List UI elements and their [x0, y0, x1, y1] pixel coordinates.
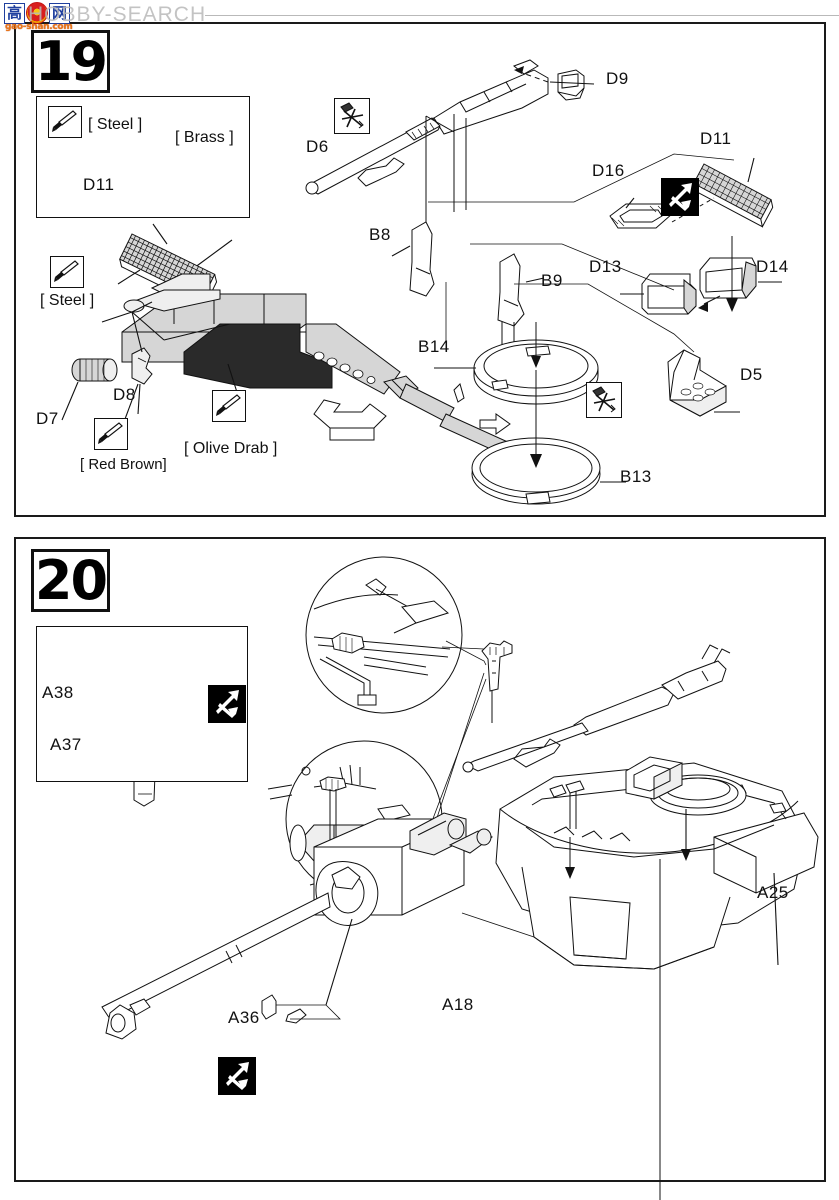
- part-D13-shape: [641, 273, 697, 315]
- step19-steel-callout: [ Steel ]: [40, 292, 95, 309]
- watermark-chinese-right: 网: [49, 2, 70, 24]
- turret-shell: [462, 644, 819, 970]
- double-arrow-icon: [208, 685, 246, 723]
- part-D9-shape: [557, 69, 585, 101]
- part-label-B8: B8: [369, 225, 391, 244]
- watermark: 高 网 gao-shan.com HOBBY-SEARCH: [0, 0, 300, 34]
- part-label-A38: A38: [42, 683, 74, 702]
- paintbrush-icon: [212, 390, 246, 422]
- double-arrow-icon: [218, 1057, 256, 1095]
- paintbrush-icon: [94, 418, 128, 450]
- inset19-steel-label: [ Steel ]: [88, 116, 143, 133]
- paintbrush-icon: [50, 256, 84, 288]
- watermark-chinese-left: 高: [4, 2, 25, 24]
- part-label-D5: D5: [740, 365, 763, 384]
- part-label-B9: B9: [541, 271, 563, 290]
- watermark-rule: [205, 15, 839, 16]
- part-D8-shape: [131, 347, 153, 385]
- trunnion-arms: [391, 221, 545, 374]
- double-arrow-icon: [661, 178, 699, 216]
- cement-glue-icon: [334, 98, 370, 134]
- part-D7-shape: [71, 358, 118, 382]
- part-label-B14: B14: [418, 337, 450, 356]
- inset19-d11-label: D11: [83, 175, 115, 194]
- part-D14-shape: [699, 257, 757, 299]
- seal-stamp-icon: [26, 2, 48, 24]
- part-label-D7: D7: [36, 409, 59, 428]
- part-label-D13: D13: [589, 257, 622, 276]
- step-number-19: 19: [31, 30, 110, 93]
- ring-assembly: [434, 322, 626, 505]
- part-label-B13: B13: [620, 467, 652, 486]
- part-label-D6: D6: [306, 137, 329, 156]
- turret-basket-assembly: [461, 859, 661, 1200]
- step19-olive-drab-callout: [ Olive Drab ]: [184, 440, 278, 457]
- part-label-D8: D8: [113, 385, 136, 404]
- part-label-D9: D9: [606, 69, 629, 88]
- step20-artwork: [101, 556, 819, 1200]
- step19-red-brown-callout: [ Red Brown]: [80, 456, 167, 473]
- watermark-domain: gao-shan.com: [5, 22, 73, 32]
- step19-inset-box: [36, 96, 250, 218]
- mg-assembly-upper: [305, 59, 595, 282]
- cement-glue-icon: [586, 382, 622, 418]
- part-label-D11: D11: [700, 129, 732, 148]
- part-label-D14: D14: [756, 257, 789, 276]
- part-label-D16: D16: [592, 161, 625, 180]
- part-label-A37: A37: [50, 735, 82, 754]
- inset19-brass-label: [ Brass ]: [175, 129, 234, 146]
- part-label-A18: A18: [442, 995, 474, 1014]
- paintbrush-icon: [48, 106, 82, 138]
- part-label-A25: A25: [757, 883, 789, 902]
- watermark-brand: HOBBY-SEARCH: [28, 3, 207, 26]
- part-D5-shape: [667, 349, 727, 417]
- step19-artwork: [61, 59, 782, 505]
- part-label-A36: A36: [228, 1008, 260, 1027]
- small-parts-right: [428, 153, 782, 417]
- magnified-detail-upper: [305, 556, 463, 714]
- antenna-bracket-part: [481, 640, 513, 692]
- step-number-20: 20: [31, 549, 110, 612]
- gun-barrel-assembly: [101, 812, 494, 1040]
- watermark-logo: 高 网: [4, 2, 70, 24]
